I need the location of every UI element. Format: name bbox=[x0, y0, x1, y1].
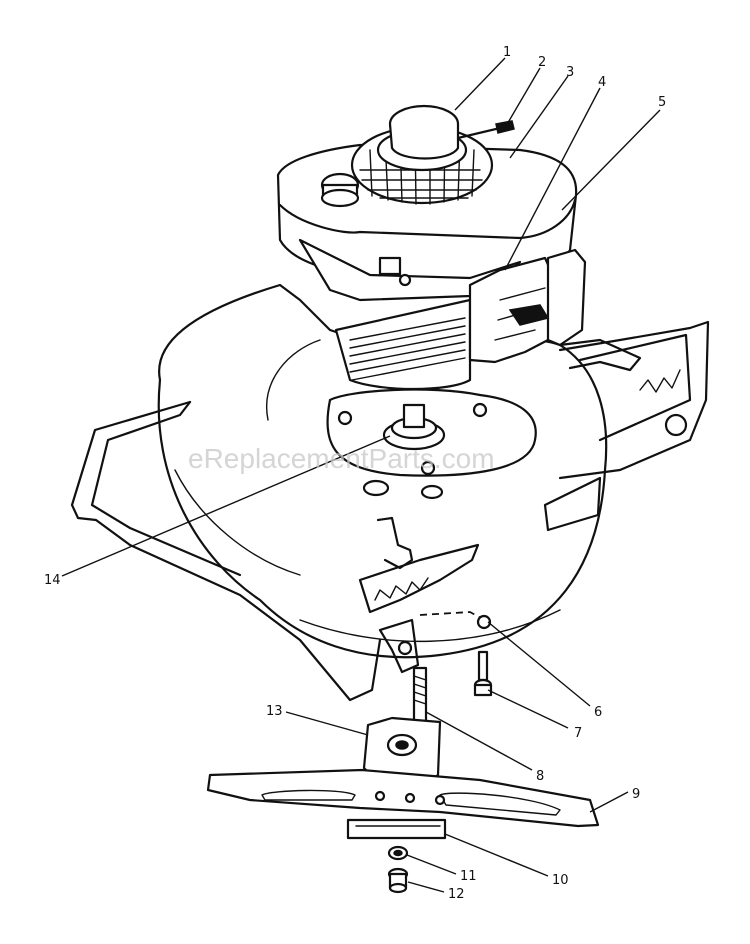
leader-lines bbox=[61, 57, 661, 893]
leader-2 bbox=[505, 67, 541, 127]
callout-10: 10 bbox=[552, 873, 569, 888]
callout-14: 14 bbox=[44, 573, 61, 588]
right-height-adjuster bbox=[543, 320, 710, 532]
callout-5: 5 bbox=[658, 95, 666, 110]
callout-9: 9 bbox=[632, 787, 640, 802]
blade-assembly bbox=[206, 666, 600, 894]
leader-10 bbox=[444, 833, 549, 877]
leader-8 bbox=[425, 711, 533, 771]
leader-6 bbox=[487, 621, 591, 707]
engine bbox=[276, 104, 587, 391]
leader-12 bbox=[407, 881, 445, 893]
left-handle-bracket bbox=[70, 400, 382, 702]
leader-13 bbox=[285, 711, 369, 736]
callout-7: 7 bbox=[574, 726, 582, 741]
callout-11: 11 bbox=[460, 869, 477, 884]
callout-13: 13 bbox=[266, 704, 283, 719]
engine-mount-plate bbox=[326, 388, 537, 500]
callout-12: 12 bbox=[448, 887, 465, 902]
deck-bolt bbox=[473, 650, 493, 697]
front-height-adjuster bbox=[358, 516, 492, 674]
leader-1 bbox=[454, 57, 506, 111]
leader-9 bbox=[589, 791, 629, 813]
callout-1: 1 bbox=[503, 45, 511, 60]
leader-14 bbox=[61, 435, 391, 577]
callout-labels: 1 2 3 4 5 6 7 8 9 10 11 12 13 14 bbox=[44, 45, 666, 902]
watermark-text: eReplacementParts.com bbox=[188, 443, 495, 474]
callout-4: 4 bbox=[598, 75, 606, 90]
callout-8: 8 bbox=[536, 769, 544, 784]
leader-5 bbox=[561, 109, 661, 211]
leader-4 bbox=[504, 87, 601, 271]
callout-3: 3 bbox=[566, 65, 574, 80]
callout-2: 2 bbox=[538, 55, 546, 70]
leader-7 bbox=[487, 689, 569, 729]
callout-6: 6 bbox=[594, 705, 602, 720]
leader-11 bbox=[406, 854, 457, 875]
leader-3 bbox=[509, 75, 569, 159]
mower-deck bbox=[157, 283, 642, 659]
